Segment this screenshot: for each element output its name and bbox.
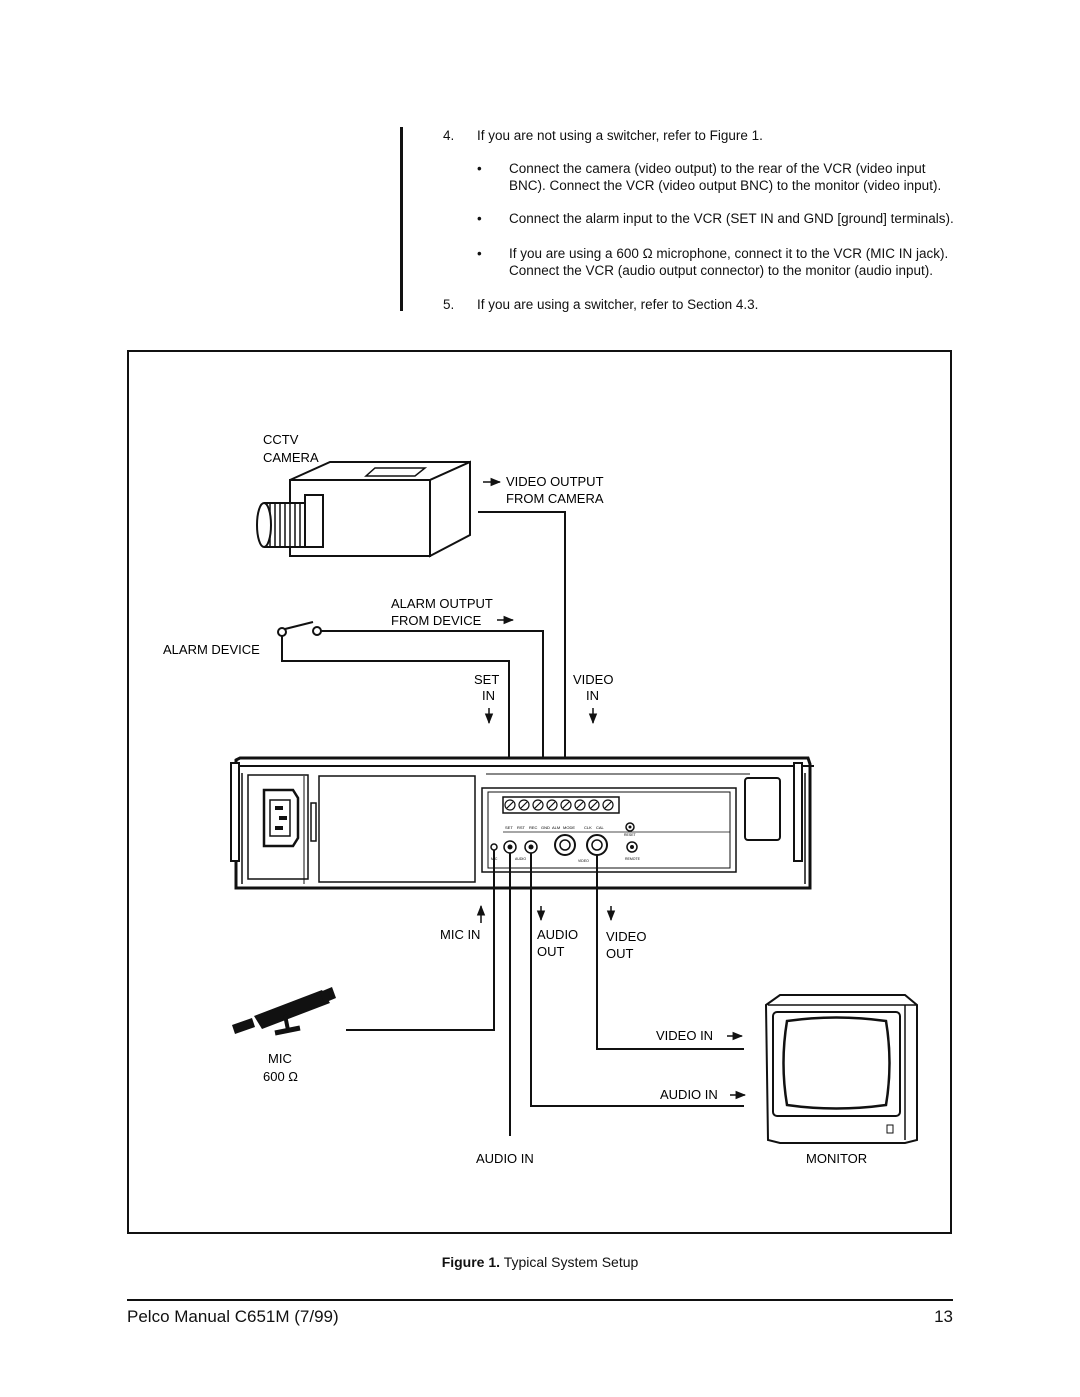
mic-label: MIC	[268, 1051, 292, 1066]
terminal-label: GND	[541, 825, 550, 830]
video-output-label: VIDEO OUTPUT	[506, 474, 604, 489]
video-in-top-in-label: IN	[586, 688, 599, 703]
camera-label: CAMERA	[263, 450, 319, 465]
page-number: 13	[934, 1307, 953, 1326]
figure-frame	[127, 350, 952, 1234]
footer-rule	[127, 1299, 953, 1301]
cctv-label: CCTV	[263, 432, 299, 447]
terminal-label: CAL	[596, 825, 605, 830]
bullet-text: Connect the alarm input to the VCR (SET …	[509, 211, 954, 226]
terminal-label: REC	[529, 825, 538, 830]
set-label: SET	[474, 672, 499, 687]
audio-out-label: AUDIO	[537, 927, 578, 942]
bullet-icon: •	[477, 161, 482, 176]
mic-in-label: MIC IN	[440, 927, 480, 942]
terminal-labels: SET RST REC GND ALM MODE CLK CAL	[505, 825, 605, 830]
terminal-label: RST	[517, 825, 526, 830]
from-device-label: FROM DEVICE	[391, 613, 482, 628]
step-text: If you are using a switcher, refer to Se…	[477, 297, 759, 312]
video-in-label: VIDEO IN	[656, 1028, 713, 1043]
svg-text:VIDEO: VIDEO	[578, 859, 589, 863]
terminal-label: MODE	[563, 825, 575, 830]
alarm-switch-icon	[277, 621, 322, 637]
vcr-rear-panel: RESET REMOTE MIC AUDIO VIDEO	[230, 756, 814, 890]
figure-caption-prefix: Figure 1.	[441, 1254, 501, 1270]
alarm-device-label: ALARM DEVICE	[163, 642, 260, 657]
set-in-label: IN	[482, 688, 495, 703]
cctv-camera-icon	[256, 460, 471, 558]
svg-text:REMOTE: REMOTE	[625, 857, 641, 861]
audio-in-bottom-label: AUDIO IN	[476, 1151, 534, 1166]
step-number: 4.	[443, 128, 455, 143]
figure-caption: Figure 1. Typical System Setup	[0, 1254, 1080, 1270]
audio-in-right-label: AUDIO IN	[660, 1087, 718, 1102]
mic-ohms-label: 600 Ω	[263, 1069, 298, 1084]
audio-out-label-2: OUT	[537, 944, 565, 959]
step-text: If you are not using a switcher, refer t…	[477, 128, 763, 143]
svg-text:AUDIO: AUDIO	[515, 857, 526, 861]
terminal-label: SET	[505, 825, 513, 830]
svg-text:RESET: RESET	[624, 833, 637, 837]
alarm-output-label: ALARM OUTPUT	[391, 596, 493, 611]
figure-caption-text: Typical System Setup	[503, 1254, 639, 1270]
video-in-top-label: VIDEO	[573, 672, 613, 687]
change-bar	[400, 127, 403, 311]
bullet-icon: •	[477, 211, 482, 226]
microphone-icon	[232, 987, 336, 1036]
from-camera-label: FROM CAMERA	[506, 491, 604, 506]
bullet-icon: •	[477, 246, 482, 261]
video-out-label: VIDEO	[606, 929, 646, 944]
monitor-icon	[764, 994, 918, 1144]
bullet-text: If you are using a 600 Ω microphone, con…	[509, 246, 949, 278]
footer-manual-title: Pelco Manual C651M (7/99)	[127, 1307, 339, 1326]
terminal-label: ALM	[552, 825, 560, 830]
bullet-text: Connect the camera (video output) to the…	[509, 161, 942, 193]
monitor-label: MONITOR	[806, 1151, 867, 1166]
video-out-label-2: OUT	[606, 946, 634, 961]
step-number: 5.	[443, 297, 455, 312]
terminal-label: CLK	[584, 825, 592, 830]
